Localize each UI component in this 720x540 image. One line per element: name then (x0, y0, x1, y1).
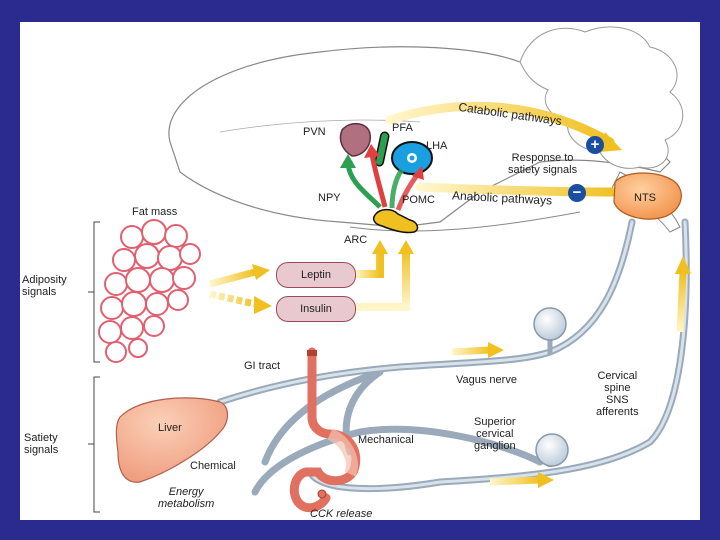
superior-label: Superior cervical ganglion (474, 416, 516, 453)
adiposity-label: Adiposity signals (22, 274, 67, 299)
cervical-label: Cervical spine SNS afferents (596, 370, 639, 419)
nts-shape (613, 172, 682, 220)
fat-cells (98, 219, 201, 363)
plus-icon: + (586, 136, 604, 154)
upper-ganglion (533, 307, 567, 341)
mechanical-label: Mechanical (358, 434, 414, 446)
insulin-pill: Insulin (276, 296, 356, 322)
npy-label: NPY (318, 192, 341, 204)
vagus-label: Vagus nerve (456, 374, 517, 386)
diagram-graphics (88, 26, 691, 513)
superior-cervical-ganglion (535, 433, 569, 467)
cck-label: CCK release (310, 508, 373, 520)
response-label: Response to satiety signals (508, 152, 578, 177)
energy-label: Energy metabolism (158, 486, 215, 511)
chemical-label: Chemical (190, 460, 236, 472)
lha-label: LHA (426, 140, 448, 152)
arc-shape (372, 208, 419, 234)
pfa-label: PFA (392, 122, 413, 134)
pomc-label: POMC (402, 194, 435, 206)
pfa-shape (374, 131, 390, 167)
cerebellum-outline (519, 26, 684, 169)
gi-tract (289, 347, 361, 513)
diagram-canvas: Catabolic pathways Anabolic pathways Res… (20, 22, 700, 520)
pvn-label: PVN (303, 126, 326, 138)
satiety-label: Satiety signals (24, 432, 59, 457)
pvn-shape (339, 122, 371, 157)
arc-label: ARC (344, 234, 368, 246)
fat-mass-label: Fat mass (132, 206, 178, 218)
gi-tract-label: GI tract (244, 360, 281, 372)
liver-shape (115, 397, 229, 483)
nts-label: NTS (634, 192, 656, 204)
minus-icon: − (568, 184, 586, 202)
liver-label: Liver (158, 422, 182, 434)
leptin-pill: Leptin (276, 262, 356, 288)
